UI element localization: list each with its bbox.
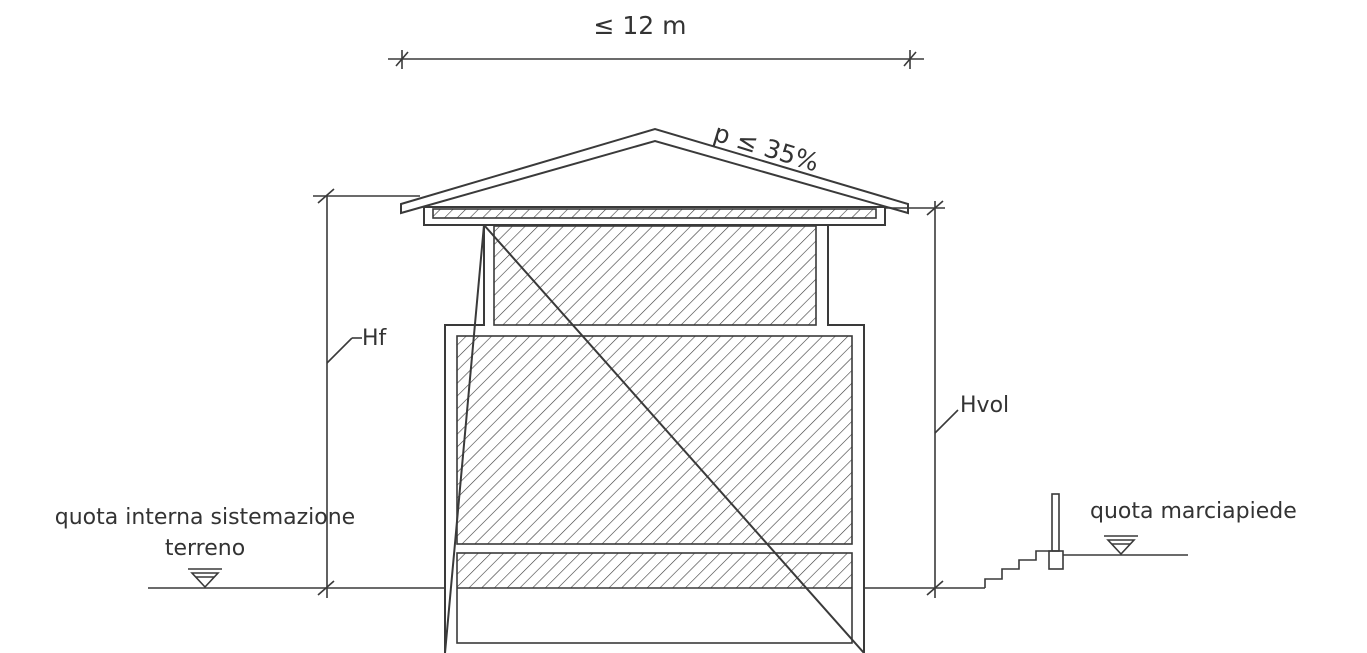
width-dimension bbox=[388, 50, 924, 69]
hvol-label: Hvol bbox=[960, 393, 1009, 418]
hf-dimension bbox=[313, 188, 420, 598]
roof-slab bbox=[423, 206, 886, 226]
roof-slope-label: p ≤ 35% bbox=[710, 118, 822, 177]
hf-label: Hf bbox=[362, 326, 388, 351]
width-limit-label: ≤ 12 m bbox=[593, 11, 686, 40]
sidewalk-level-marker-icon bbox=[1104, 535, 1138, 556]
ground-level-label-line1: quota interna sistemazione bbox=[55, 505, 355, 530]
ground-level-label-line2: terreno bbox=[165, 536, 245, 561]
foundation bbox=[456, 552, 853, 644]
stairs bbox=[984, 550, 1051, 588]
ground-level-marker-icon bbox=[188, 568, 222, 589]
sidewalk-level-label: quota marciapiede bbox=[1090, 499, 1297, 524]
sidewalk-post bbox=[1048, 493, 1188, 570]
hvol-dimension bbox=[885, 200, 959, 598]
roof bbox=[400, 127, 909, 215]
ground-floor bbox=[456, 335, 853, 545]
upper-floor bbox=[444, 224, 865, 653]
